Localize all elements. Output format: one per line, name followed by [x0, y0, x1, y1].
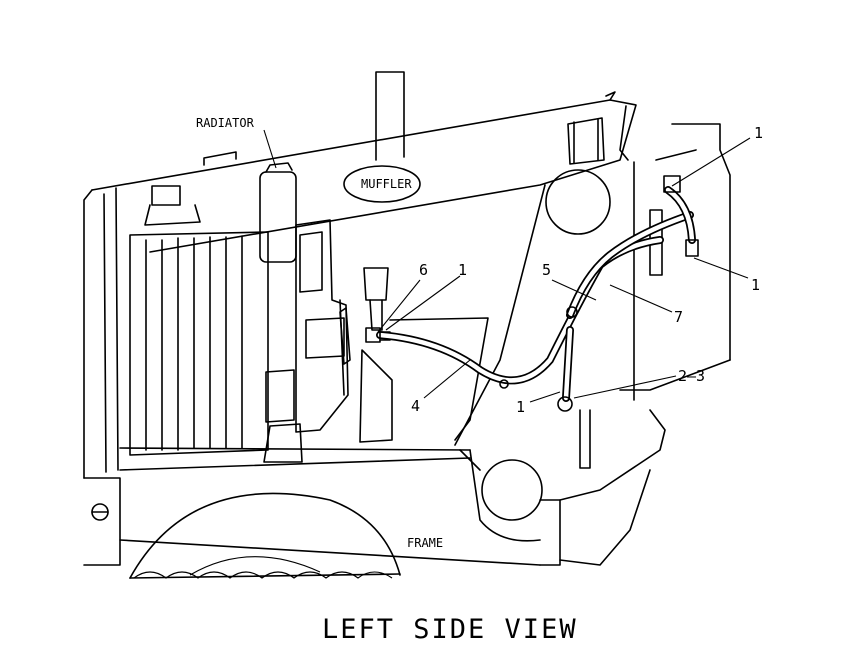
- callout-2-3: 2—3: [678, 367, 705, 385]
- strut: [454, 184, 546, 446]
- radiator-filler: [259, 162, 297, 263]
- muffler-label: MUFFLER: [361, 177, 412, 191]
- callout-1-top: 1: [754, 124, 763, 142]
- rear-panel: [619, 123, 731, 401]
- callout-4: 4: [411, 397, 420, 415]
- callout-7: 7: [674, 308, 683, 326]
- muffler-stack: [375, 71, 405, 161]
- callout-1-right: 1: [751, 276, 760, 294]
- air-cleaner: [545, 117, 611, 235]
- filter: [363, 267, 389, 331]
- hood: [83, 91, 637, 479]
- wheel: [129, 492, 401, 579]
- hoses: [376, 186, 696, 402]
- radiator-label: RADIATOR: [196, 116, 255, 130]
- callout-5: 5: [542, 261, 551, 279]
- frame-label: FRAME: [407, 536, 443, 550]
- frame: FRAME: [83, 447, 561, 566]
- radiator-core: [129, 185, 269, 456]
- rear-hub: [469, 409, 666, 566]
- engine: [263, 219, 349, 463]
- callout-1-middle: 1: [458, 261, 467, 279]
- fittings: [365, 175, 699, 412]
- muffler: MUFFLER: [343, 165, 421, 203]
- fan: [339, 307, 351, 365]
- callout-1-bottom: 1: [516, 398, 525, 416]
- hood-handle: [203, 151, 237, 166]
- leader-lines: [263, 129, 751, 403]
- callout-6: 6: [419, 261, 428, 279]
- view-caption: LEFT SIDE VIEW: [322, 614, 578, 645]
